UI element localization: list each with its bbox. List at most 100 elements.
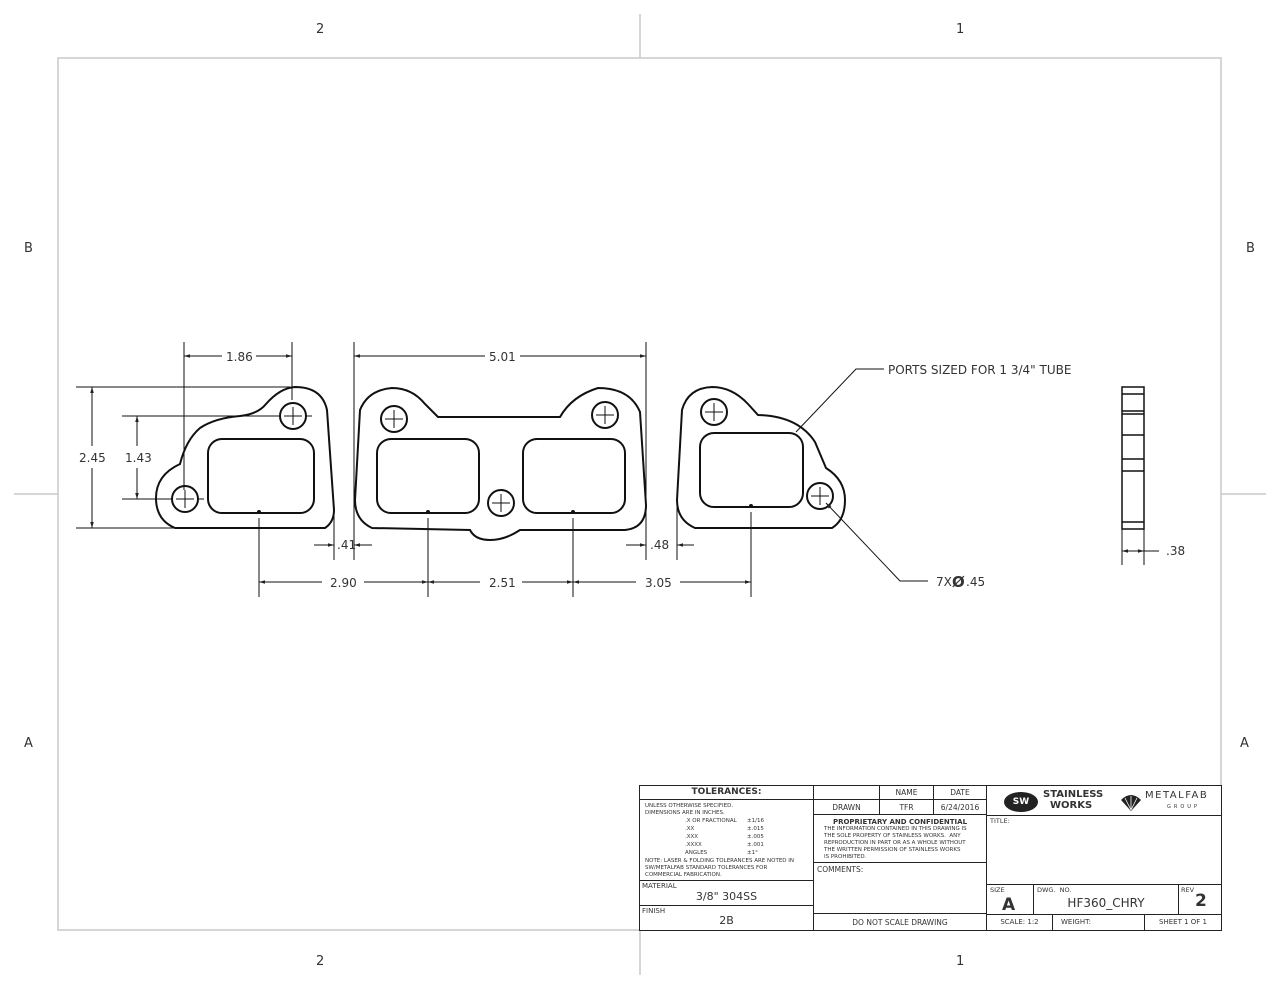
- note-holes-prefix: 7X: [936, 575, 952, 589]
- tolerances-cell: UNLESS OTHERWISE SPECIFIED. DIMENSIONS A…: [639, 799, 814, 881]
- rev-cell: REV 2: [1178, 884, 1222, 915]
- metalfab-logo-icon: [1121, 795, 1141, 811]
- tolerance-label: .XXXX: [685, 842, 702, 848]
- material-label: MATERIAL: [642, 882, 677, 890]
- flange-right: [675, 385, 847, 529]
- dim-gap-right: .48: [650, 538, 669, 552]
- dim-1-43: 1.43: [125, 451, 152, 465]
- blank-header-cell: [813, 785, 880, 800]
- zone-right-b: B: [1246, 241, 1255, 256]
- sheet-value: SHEET 1 OF 1: [1159, 918, 1207, 926]
- zone-left-b: B: [24, 241, 33, 256]
- dim-1-86: 1.86: [226, 350, 253, 364]
- dim-thickness: .38: [1166, 544, 1185, 558]
- tolerance-label: .X OR FRACTIONAL: [685, 818, 737, 824]
- dim-2-45: 2.45: [79, 451, 106, 465]
- tolerance-label: .XXX: [685, 834, 699, 840]
- zone-right-a: A: [1240, 736, 1249, 751]
- finish-label: FINISH: [642, 907, 666, 915]
- size-value: A: [1002, 895, 1016, 915]
- flange-right-centerlines: [705, 403, 829, 505]
- title-label: TITLE:: [990, 817, 1010, 825]
- tolerance-value: ±1/16: [747, 818, 764, 824]
- drawn-label: DRAWN: [832, 803, 861, 812]
- rev-label: REV: [1181, 886, 1195, 894]
- dwg-no-cell: DWG. NO. HF360_CHRY: [1033, 884, 1179, 915]
- proprietary-cell: PROPRIETARY AND CONFIDENTIAL THE INFORMA…: [813, 814, 987, 863]
- weight-label: WEIGHT:: [1061, 918, 1091, 926]
- logo-mf-line1: METALFAB: [1145, 790, 1209, 801]
- tolerance-label: .XX: [685, 826, 695, 832]
- size-label: SIZE: [990, 886, 1005, 894]
- tolerance-note: NOTE: LASER & FOLDING TOLERANCES ARE NOT…: [645, 858, 795, 864]
- logo-cell: SW STAINLESS WORKS METALFAB GROUP: [986, 785, 1222, 816]
- tolerance-note: COMMERCIAL FABRICATION.: [645, 872, 722, 878]
- name-header: NAME: [895, 788, 918, 797]
- title-cell: TITLE:: [986, 815, 1222, 885]
- do-not-scale: DO NOT SCALE DRAWING: [852, 918, 948, 927]
- scale-value: SCALE: 1:2: [1000, 918, 1039, 926]
- side-view: [1121, 386, 1145, 530]
- scale-cell: SCALE: 1:2: [986, 914, 1053, 931]
- zone-bottom-2: 2: [316, 954, 325, 969]
- drawn-name-cell: TFR: [879, 799, 934, 815]
- flange-center: [353, 386, 648, 542]
- dim-2-90: 2.90: [330, 576, 357, 590]
- dim-2-51: 2.51: [489, 576, 516, 590]
- dwg-no-value: HF360_CHRY: [1067, 896, 1145, 910]
- tolerance-value: ±.015: [747, 826, 764, 832]
- zone-top-2: 2: [316, 22, 325, 37]
- tolerance-value: ±1°: [747, 850, 758, 856]
- comments-label: COMMENTS:: [817, 865, 864, 874]
- proprietary-title: PROPRIETARY AND CONFIDENTIAL: [832, 818, 968, 826]
- port-center-points: [257, 504, 753, 514]
- proprietary-line: REPRODUCTION IN PART OR AS A WHOLE WITHO…: [824, 840, 966, 846]
- note-holes-size: .45: [966, 575, 985, 589]
- material-value: 3/8" 304SS: [695, 890, 758, 903]
- tolerance-value: ±.005: [747, 834, 764, 840]
- flange-left: [154, 385, 336, 529]
- logo-mf-line2: GROUP: [1167, 804, 1200, 810]
- size-cell: SIZE A: [986, 884, 1034, 915]
- tolerance-note: SW/METALFAB STANDARD TOLERANCES FOR: [645, 865, 768, 871]
- dim-5-01: 5.01: [489, 350, 516, 364]
- side-view-dimension: [1121, 529, 1159, 565]
- dwg-no-label: DWG. NO.: [1037, 886, 1072, 894]
- note-ports: PORTS SIZED FOR 1 3/4" TUBE: [888, 363, 1071, 377]
- tolerance-line: DIMENSIONS ARE IN INCHES.: [645, 810, 725, 816]
- tolerance-line: UNLESS OTHERWISE SPECIFIED.: [645, 803, 734, 809]
- proprietary-line: IS PROHIBITED.: [824, 854, 867, 860]
- zone-top-1: 1: [956, 22, 965, 37]
- finish-cell: FINISH 2B: [639, 905, 814, 931]
- flange-left-centerlines: [166, 407, 312, 508]
- flange-center-centerlines: [385, 406, 614, 512]
- date-header-cell: DATE: [933, 785, 987, 800]
- weight-cell: WEIGHT:: [1052, 914, 1145, 931]
- dimension-lines: [76, 342, 928, 597]
- do-not-scale-cell: DO NOT SCALE DRAWING: [813, 913, 987, 931]
- proprietary-line: THE SOLE PROPERTY OF STAINLESS WORKS. AN…: [824, 833, 961, 839]
- drawn-date: 6/24/2016: [940, 803, 980, 812]
- diameter-icon: Ø: [952, 573, 965, 591]
- tolerance-label: ANGLES: [685, 850, 708, 856]
- tolerance-value: ±.001: [747, 842, 764, 848]
- comments-cell: COMMENTS:: [813, 862, 987, 914]
- drawn-date-cell: 6/24/2016: [933, 799, 987, 815]
- drawn-label-cell: DRAWN: [813, 799, 880, 815]
- material-cell: MATERIAL 3/8" 304SS: [639, 880, 814, 906]
- zone-left-a: A: [24, 736, 33, 751]
- stainless-works-logo-icon: SW: [1004, 792, 1038, 812]
- name-header-cell: NAME: [879, 785, 934, 800]
- finish-value: 2B: [719, 914, 734, 927]
- logo-sw-line2: WORKS: [1050, 800, 1093, 811]
- sheet-cell: SHEET 1 OF 1: [1144, 914, 1222, 931]
- tolerances-header: TOLERANCES:: [691, 787, 762, 797]
- date-header: DATE: [950, 788, 970, 797]
- tolerances-header-cell: TOLERANCES:: [639, 785, 814, 800]
- zone-bottom-1: 1: [956, 954, 965, 969]
- proprietary-line: THE WRITTEN PERMISSION OF STAINLESS WORK…: [824, 847, 961, 853]
- dim-3-05: 3.05: [645, 576, 672, 590]
- drawn-name: TFR: [899, 803, 914, 812]
